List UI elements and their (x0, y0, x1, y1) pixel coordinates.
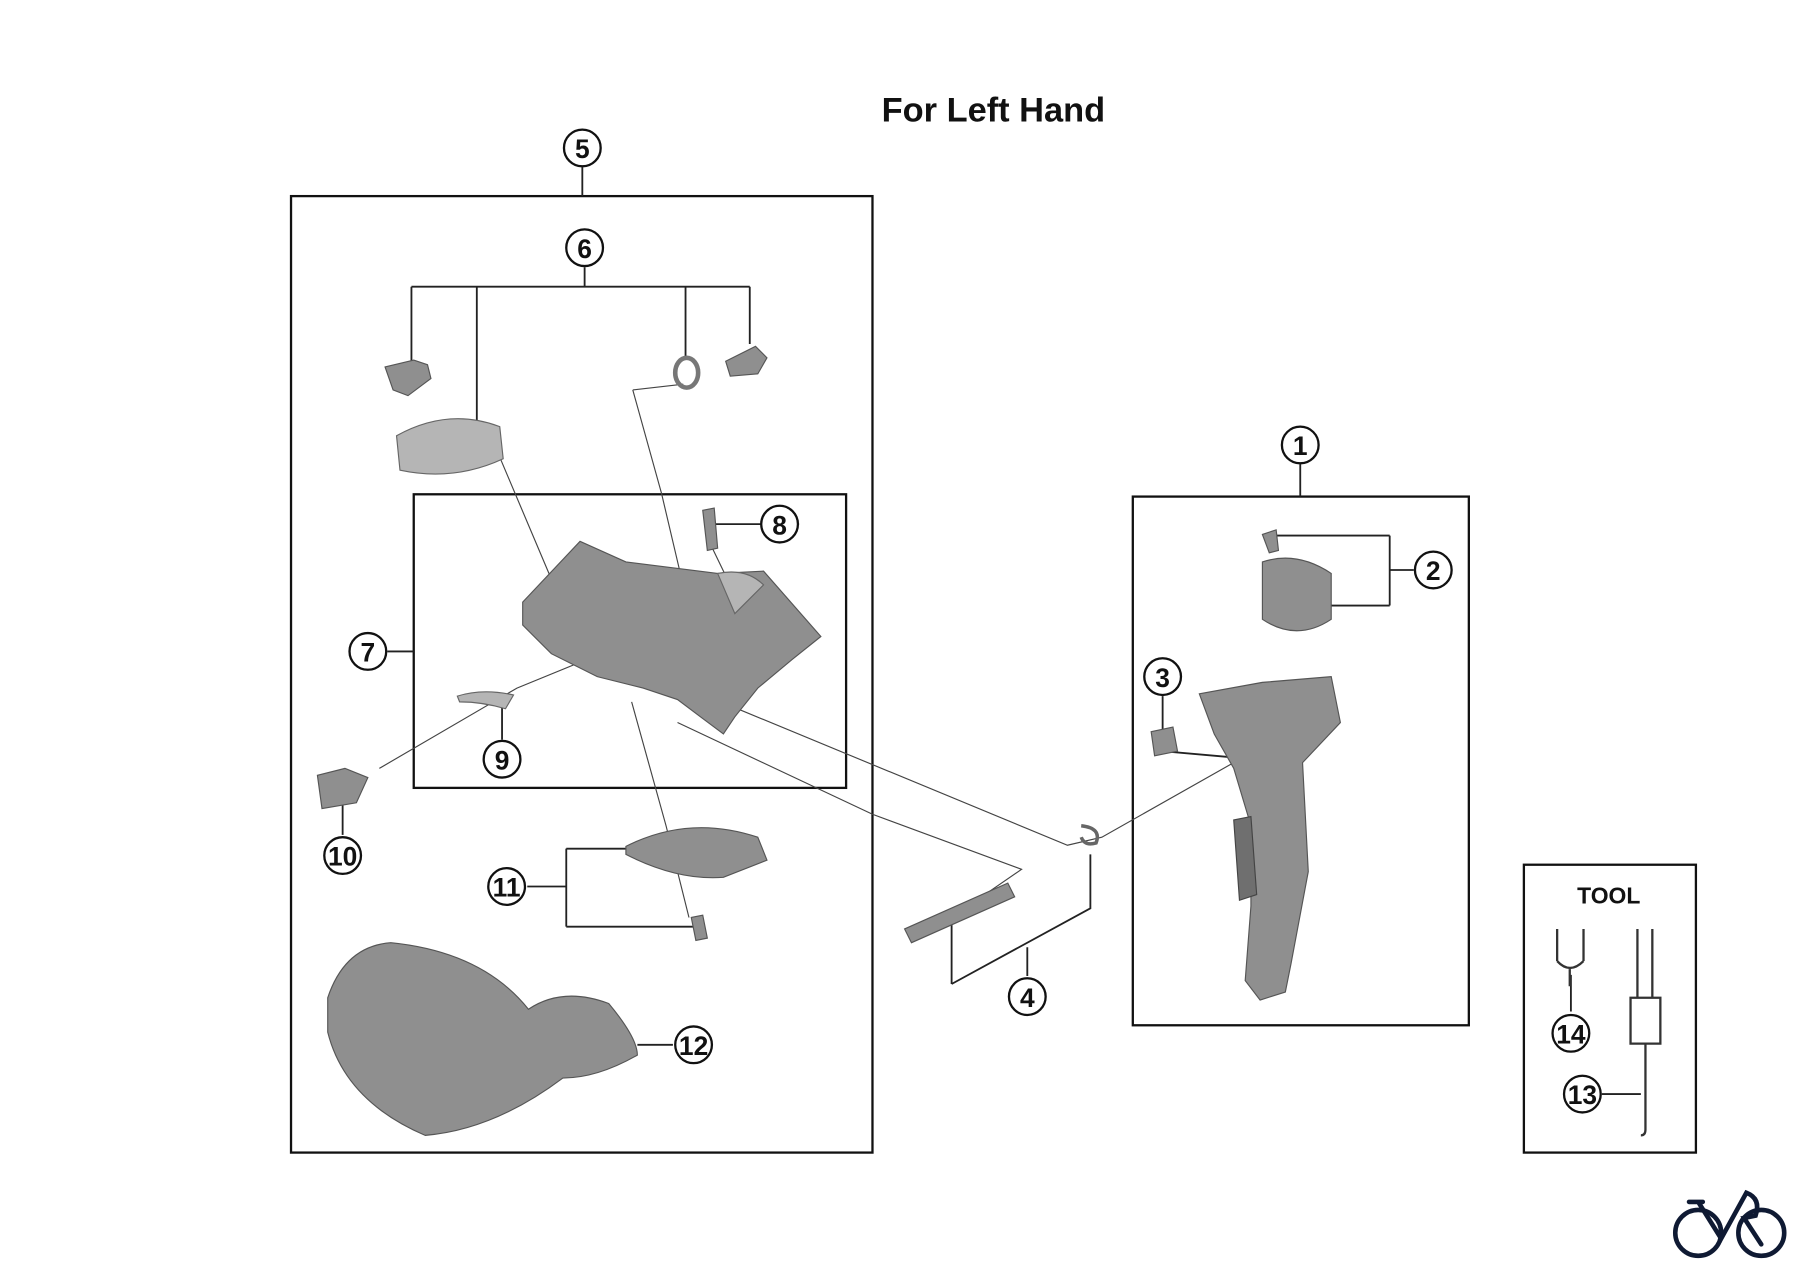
part-screw-2 (1261, 529, 1280, 554)
part-cap-2 (1261, 557, 1332, 632)
part-screw-8 (702, 507, 719, 552)
tool-box (1522, 863, 1698, 1154)
part-bracket-body (522, 540, 822, 735)
callout-14: 14 (1551, 1013, 1591, 1053)
part-pin-4 (903, 882, 1016, 944)
svg-text:2: 2 (1426, 556, 1441, 586)
svg-text:5: 5 (575, 134, 590, 164)
tool-14 (1555, 928, 1585, 987)
part-block-3 (1150, 726, 1179, 757)
callout-10: 10 (323, 836, 363, 876)
svg-text:14: 14 (1556, 1019, 1586, 1049)
svg-text:3: 3 (1155, 663, 1170, 693)
part-screw-11 (690, 914, 709, 942)
svg-text:4: 4 (1020, 983, 1035, 1013)
part-washer (672, 355, 701, 390)
svg-text:1: 1 (1293, 431, 1308, 461)
part-plate-10 (316, 767, 369, 810)
part-cover-11 (625, 827, 768, 879)
bike-logo-icon (1672, 1189, 1787, 1259)
part-clip-4 (1079, 824, 1100, 846)
part-clamp-band (395, 418, 504, 475)
svg-text:11: 11 (493, 873, 521, 903)
callout-2: 2 (1413, 550, 1453, 590)
svg-text:7: 7 (361, 638, 376, 668)
part-spring-9 (456, 691, 515, 710)
callout-1: 1 (1280, 425, 1320, 465)
svg-text:6: 6 (577, 234, 592, 264)
part-hood-12 (327, 942, 638, 1136)
svg-text:8: 8 (772, 510, 787, 540)
callout-4: 4 (1007, 977, 1047, 1017)
callout-13: 13 (1562, 1074, 1602, 1114)
svg-text:13: 13 (1568, 1080, 1597, 1110)
parts (316, 345, 1662, 1137)
assembly-box-7 (412, 493, 848, 790)
callout-9: 9 (482, 739, 522, 779)
svg-text:10: 10 (328, 842, 357, 872)
callout-7: 7 (348, 631, 388, 671)
callout-6: 6 (565, 228, 605, 268)
part-nut (724, 345, 768, 377)
part-bolt-6a (384, 359, 432, 397)
tool-label: TOOL (1577, 883, 1640, 909)
svg-text:9: 9 (495, 745, 510, 775)
tool-13 (1629, 928, 1662, 1137)
part-lever-1 (1198, 676, 1342, 1001)
callout-3: 3 (1143, 657, 1183, 697)
callout-5: 5 (562, 128, 602, 168)
diagram-title: For Left Hand (882, 92, 1106, 130)
callout-11: 11 (487, 867, 527, 907)
callout-8: 8 (760, 504, 800, 544)
callout-12: 12 (674, 1025, 714, 1065)
svg-text:12: 12 (679, 1031, 708, 1061)
